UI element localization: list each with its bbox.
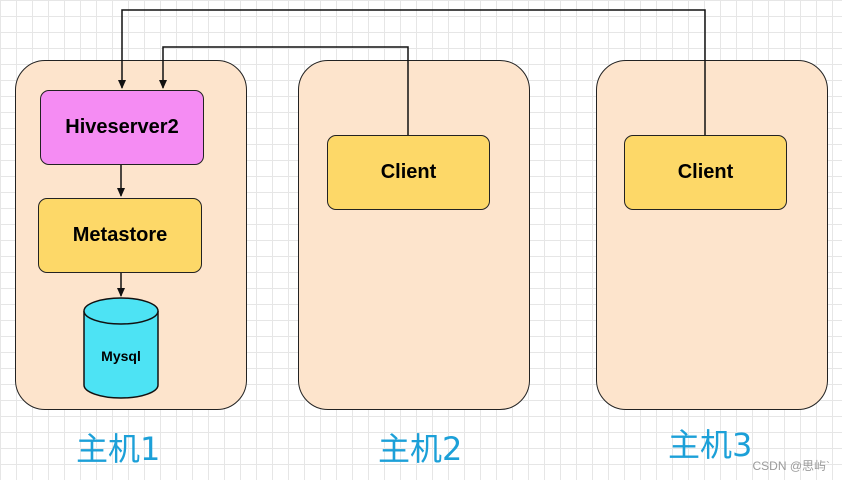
- client-node-host3: Client: [624, 135, 787, 210]
- host-3-container: [596, 60, 828, 410]
- mysql-label: Mysql: [101, 348, 141, 364]
- host-2-container: [298, 60, 530, 410]
- watermark: CSDN @思屿`: [752, 459, 830, 473]
- hiveserver2-node: Hiveserver2: [40, 90, 204, 165]
- metastore-label: Metastore: [72, 224, 168, 246]
- host-1-label: 主机1: [76, 430, 161, 468]
- client-label-host2: Client: [380, 161, 437, 183]
- edge-client2-to-hiveserver: [159, 46, 409, 135]
- metastore-node: Metastore: [38, 198, 202, 273]
- host-3-label: 主机3: [668, 426, 753, 464]
- client-label-host3: Client: [677, 161, 734, 183]
- mysql-cylinder-icon: [83, 297, 159, 399]
- hiveserver2-label: Hiveserver2: [65, 116, 179, 138]
- client-node-host2: Client: [327, 135, 490, 210]
- edge-client3-to-hiveserver: [118, 9, 706, 135]
- host-2-label: 主机2: [378, 430, 463, 468]
